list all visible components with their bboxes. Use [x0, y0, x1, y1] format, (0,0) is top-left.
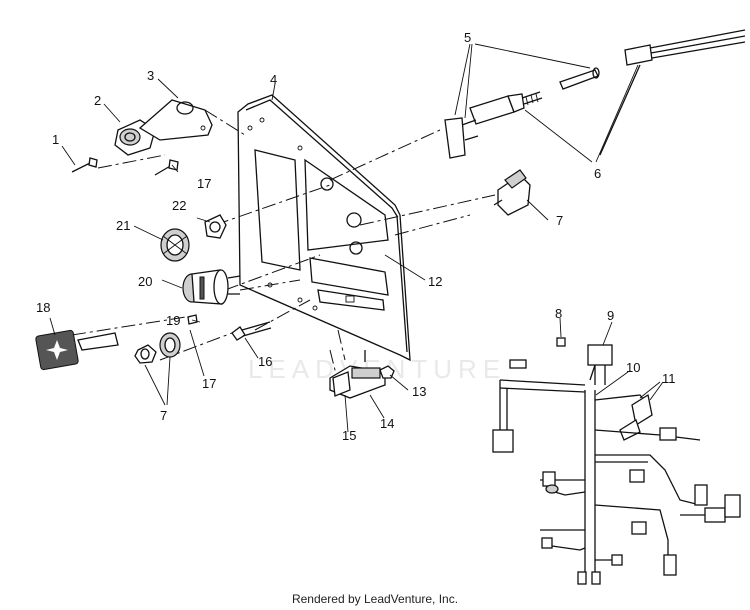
callout-14: 14 — [380, 416, 394, 431]
part-switch-assembly-5 — [444, 67, 600, 159]
callout-17-upper: 17 — [197, 176, 211, 191]
callout-18: 18 — [36, 300, 50, 315]
callout-12: 12 — [428, 274, 442, 289]
part-bracket-3 — [138, 99, 213, 141]
callout-22: 22 — [172, 198, 186, 213]
part-ignition-switch-20 — [182, 269, 241, 305]
part-key-18 — [35, 329, 119, 371]
part-fuse-block-14 — [329, 350, 386, 399]
dash-panel — [237, 94, 411, 362]
alignment-lines — [71, 109, 496, 391]
callout-1: 1 — [52, 132, 59, 147]
callout-7-lower: 7 — [160, 408, 167, 423]
callout-5: 5 — [464, 30, 471, 45]
part-screw-1 — [71, 157, 98, 173]
callout-16: 16 — [258, 354, 272, 369]
part-washer-22 — [204, 214, 227, 239]
callout-7-upper: 7 — [556, 213, 563, 228]
footer-credit: Rendered by LeadVenture, Inc. — [291, 592, 459, 606]
part-screw-19 — [187, 314, 198, 325]
callout-3: 3 — [147, 68, 154, 83]
callout-10: 10 — [626, 360, 640, 375]
callout-17-lower: 17 — [202, 376, 216, 391]
part-screw-17-upper — [154, 159, 179, 176]
callouts: 1 2 3 4 5 6 7 7 8 9 10 11 12 13 14 15 16… — [36, 30, 676, 443]
callout-2: 2 — [94, 93, 101, 108]
callout-20: 20 — [138, 274, 152, 289]
callout-11: 11 — [662, 371, 676, 386]
callout-6: 6 — [594, 166, 601, 181]
part-nut-21 — [160, 228, 190, 262]
part-bolt-16 — [231, 321, 272, 341]
wiring-harness — [492, 337, 741, 585]
callout-15: 15 — [342, 428, 356, 443]
callout-9: 9 — [607, 308, 614, 323]
callout-8: 8 — [555, 306, 562, 321]
part-connector-6 — [599, 29, 746, 156]
part-nut-bezel-7-lower — [134, 332, 181, 364]
leader-lines — [49, 43, 664, 433]
callout-21: 21 — [116, 218, 130, 233]
callout-4: 4 — [270, 72, 277, 87]
callout-13: 13 — [412, 384, 426, 399]
callout-19: 19 — [166, 313, 180, 328]
part-toggle-switch-7 — [493, 169, 531, 216]
